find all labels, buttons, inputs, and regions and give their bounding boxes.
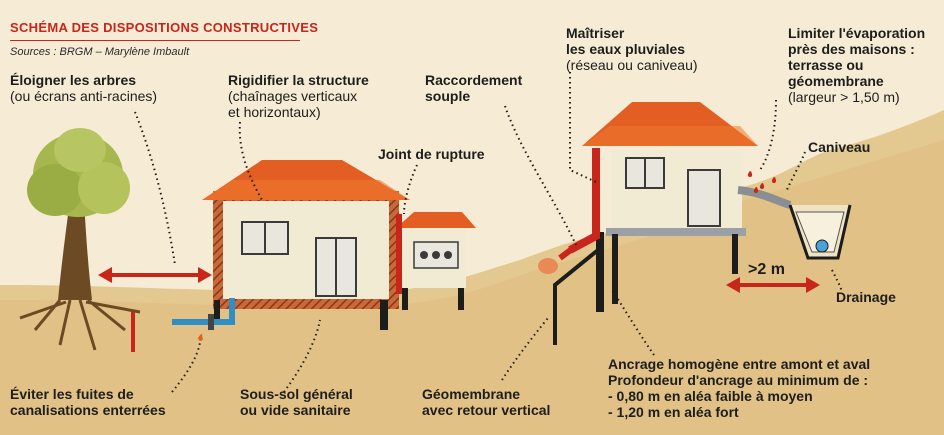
- label-line: (réseau ou caniveau): [566, 57, 698, 73]
- geomembrane-line: [553, 248, 600, 345]
- house-icon: [202, 160, 476, 330]
- arrow-icon: [98, 267, 212, 283]
- ground: [0, 110, 944, 435]
- label-line: Sous-sol général: [240, 386, 353, 402]
- label-line: (chaînages verticaux: [228, 88, 358, 104]
- label-line: Géomembrane: [422, 386, 521, 402]
- label-line: les eaux pluviales: [566, 41, 686, 57]
- label-joint: Joint de rupture: [378, 146, 485, 162]
- label-line: géomembrane: [788, 73, 884, 89]
- label-line: Drainage: [836, 289, 896, 305]
- label-evaporation: Limiter l'évaporation près des maisons :…: [788, 25, 925, 105]
- label-line: Rigidifier la structure: [228, 72, 369, 88]
- label-line: avec retour vertical: [422, 402, 551, 418]
- label-line: terrasse ou: [788, 57, 864, 73]
- label-line: (largeur > 1,50 m): [788, 89, 900, 105]
- label-fuites: Éviter les fuites de canalisations enter…: [10, 386, 166, 418]
- label-line: >2 m: [748, 261, 785, 278]
- pipe-icon: [172, 298, 235, 341]
- label-line: près des maisons :: [788, 41, 915, 57]
- leader-lines: [134, 72, 843, 393]
- label-geomembrane: Géomembrane avec retour vertical: [422, 386, 550, 418]
- label-caniveau: Caniveau: [808, 139, 870, 155]
- label-soussol: Sous-sol général ou vide sanitaire: [240, 386, 353, 418]
- label-raccordement: Raccordement souple: [425, 72, 522, 104]
- label-line: - 0,80 m en aléa faible à moyen: [608, 388, 813, 404]
- label-distance: >2 m: [748, 262, 785, 278]
- label-line: Ancrage homogène entre amont et aval: [608, 356, 871, 372]
- diagram-title: SCHÉMA DES DISPOSITIONS CONSTRUCTIVES: [10, 20, 319, 35]
- label-drainage: Drainage: [836, 289, 896, 305]
- label-line: Limiter l'évaporation: [788, 25, 926, 41]
- label-line: ou vide sanitaire: [240, 402, 351, 418]
- label-line: (ou écrans anti-racines): [10, 88, 158, 104]
- house-icon: [538, 102, 758, 312]
- label-line: Joint de rupture: [378, 146, 485, 162]
- label-line: Caniveau: [808, 139, 871, 155]
- label-line: Raccordement: [425, 72, 523, 88]
- drain-icon: [788, 204, 852, 260]
- arrow-icon: [726, 277, 820, 293]
- label-line: Éloigner les arbres: [10, 72, 137, 88]
- label-arbres: Éloigner les arbres (ou écrans anti-raci…: [10, 72, 157, 104]
- label-ancrage: Ancrage homogène entre amont et aval Pro…: [608, 356, 870, 420]
- label-line: souple: [425, 88, 471, 104]
- label-line: - 1,20 m en aléa fort: [608, 404, 739, 420]
- label-structure: Rigidifier la structure (chaînages verti…: [228, 72, 369, 120]
- label-pluviales: Maîtriser les eaux pluviales (réseau ou …: [566, 25, 698, 73]
- label-line: Éviter les fuites de: [10, 386, 134, 402]
- label-line: Profondeur d'ancrage au minimum de :: [608, 372, 869, 388]
- title-rule: [10, 40, 300, 41]
- tree-icon: [19, 128, 141, 351]
- label-line: canalisations enterrées: [10, 402, 166, 418]
- sources: Sources : BRGM – Marylène Imbault: [10, 46, 190, 58]
- label-line: Maîtriser: [566, 25, 625, 41]
- label-line: et horizontaux): [228, 104, 321, 120]
